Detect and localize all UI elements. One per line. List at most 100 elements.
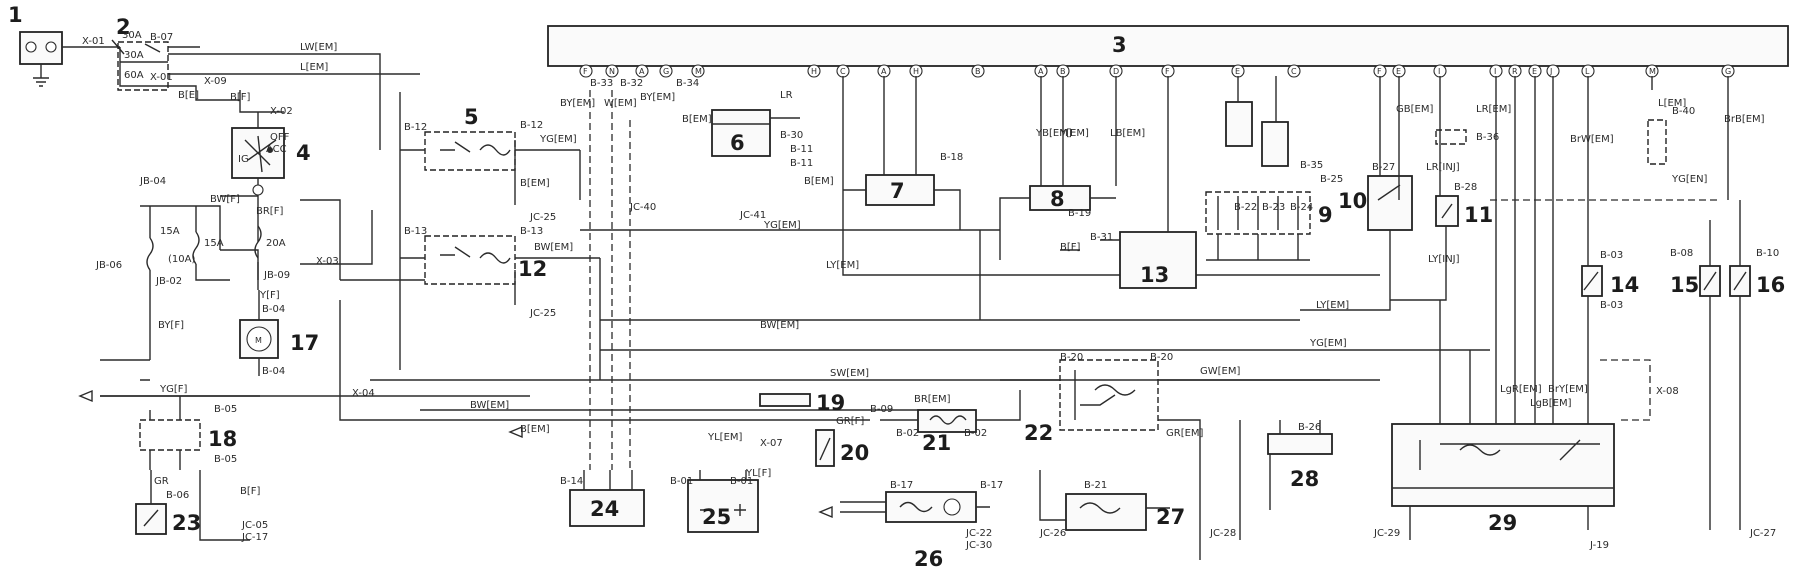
svg-text:B-17: B-17 bbox=[890, 480, 913, 491]
svg-text:X-01: X-01 bbox=[82, 36, 105, 47]
svg-text:B-04: B-04 bbox=[262, 304, 285, 315]
component-29 bbox=[1391, 423, 1615, 507]
component-28 bbox=[1267, 433, 1333, 455]
svg-text:B-09: B-09 bbox=[870, 404, 893, 415]
svg-text:B-31: B-31 bbox=[1090, 232, 1113, 243]
svg-text:E: E bbox=[1532, 67, 1537, 76]
svg-text:L: L bbox=[1585, 67, 1590, 76]
svg-text:JC-22: JC-22 bbox=[965, 528, 992, 539]
svg-text:F: F bbox=[583, 67, 588, 76]
svg-text:Y[F]: Y[F] bbox=[259, 290, 280, 301]
svg-text:SW[EM]: SW[EM] bbox=[830, 368, 869, 379]
svg-text:A: A bbox=[1038, 67, 1044, 76]
svg-text:W[EM]: W[EM] bbox=[604, 98, 637, 109]
svg-text:X-02: X-02 bbox=[270, 106, 293, 117]
svg-text:B-06: B-06 bbox=[166, 490, 189, 501]
num-6: 6 bbox=[730, 131, 745, 155]
svg-text:B-21: B-21 bbox=[1084, 480, 1107, 491]
svg-text:X-07: X-07 bbox=[760, 438, 783, 449]
svg-text:LR: LR bbox=[780, 90, 793, 101]
svg-text:LY[EM]: LY[EM] bbox=[1316, 300, 1349, 311]
num-27: 27 bbox=[1156, 505, 1185, 529]
component-24 bbox=[569, 489, 645, 527]
svg-text:L[EM]: L[EM] bbox=[1658, 98, 1686, 109]
svg-text:YG[EM]: YG[EM] bbox=[1309, 338, 1347, 349]
svg-text:G: G bbox=[1725, 67, 1731, 76]
svg-text:C: C bbox=[840, 67, 846, 76]
svg-text:JC-28: JC-28 bbox=[1209, 528, 1236, 539]
svg-text:B-40: B-40 bbox=[1672, 106, 1695, 117]
num-4: 4 bbox=[296, 141, 311, 165]
num-7: 7 bbox=[890, 179, 905, 203]
svg-text:B[E]: B[E] bbox=[178, 90, 199, 101]
svg-text:JC-25: JC-25 bbox=[529, 212, 556, 223]
svg-text:Y[EM]: Y[EM] bbox=[1059, 128, 1089, 139]
num-1: 1 bbox=[8, 3, 23, 27]
svg-text:LR[INJ]: LR[INJ] bbox=[1426, 162, 1460, 173]
switch-pos-ig: IG bbox=[238, 154, 249, 165]
svg-text:YG[EM]: YG[EM] bbox=[539, 134, 577, 145]
svg-text:B-33: B-33 bbox=[590, 78, 613, 89]
svg-text:F: F bbox=[1377, 67, 1382, 76]
svg-text:B[EM]: B[EM] bbox=[682, 114, 712, 125]
svg-text:B-04: B-04 bbox=[262, 366, 285, 377]
svg-text:JC-05: JC-05 bbox=[241, 520, 268, 531]
svg-text:E: E bbox=[1235, 67, 1240, 76]
num-23: 23 bbox=[172, 511, 201, 535]
svg-text:JC-25: JC-25 bbox=[529, 308, 556, 319]
svg-text:JC-40: JC-40 bbox=[629, 202, 656, 213]
svg-text:A: A bbox=[639, 67, 645, 76]
num-9: 9 bbox=[1318, 203, 1333, 227]
svg-text:B-14: B-14 bbox=[560, 476, 583, 487]
svg-text:B-27: B-27 bbox=[1372, 162, 1395, 173]
svg-text:B-20: B-20 bbox=[1060, 352, 1083, 363]
num-14: 14 bbox=[1610, 273, 1639, 297]
svg-text:I: I bbox=[1438, 67, 1440, 76]
svg-text:BrW[EM]: BrW[EM] bbox=[1570, 134, 1614, 145]
svg-text:JC-30: JC-30 bbox=[965, 540, 992, 551]
svg-text:JC-17: JC-17 bbox=[241, 532, 268, 543]
fuse-label: 15A bbox=[204, 238, 224, 249]
num-12: 12 bbox=[518, 257, 547, 281]
switch-pos-acc: ACC bbox=[266, 144, 287, 155]
svg-text:LgR[EM]: LgR[EM] bbox=[1500, 384, 1542, 395]
component-22 bbox=[1059, 359, 1159, 431]
num-28: 28 bbox=[1290, 467, 1319, 491]
svg-text:YG[EN]: YG[EN] bbox=[1671, 174, 1708, 185]
svg-text:B-11: B-11 bbox=[790, 144, 813, 155]
svg-text:B-03: B-03 bbox=[1600, 300, 1623, 311]
num-21: 21 bbox=[922, 431, 951, 455]
svg-text:D: D bbox=[1113, 67, 1119, 76]
svg-text:LY[INJ]: LY[INJ] bbox=[1428, 254, 1460, 265]
svg-text:B-03: B-03 bbox=[1600, 250, 1623, 261]
svg-text:BW[EM]: BW[EM] bbox=[470, 400, 509, 411]
svg-text:B-08: B-08 bbox=[1670, 248, 1693, 259]
svg-text:BR[EM]: BR[EM] bbox=[914, 394, 951, 405]
wire-labels: X-01 B-07 LW[EM] L[EM] X-01 B[E] X-09 B[… bbox=[82, 32, 1779, 551]
svg-text:C: C bbox=[1291, 67, 1297, 76]
svg-text:B-34: B-34 bbox=[676, 78, 699, 89]
svg-text:X-08: X-08 bbox=[1656, 386, 1679, 397]
svg-text:F: F bbox=[1165, 67, 1170, 76]
num-13: 13 bbox=[1140, 263, 1169, 287]
fuse-label: 30A bbox=[124, 50, 144, 61]
svg-text:B-19: B-19 bbox=[1068, 208, 1091, 219]
svg-text:BY[F]: BY[F] bbox=[158, 320, 184, 331]
svg-text:X-01: X-01 bbox=[150, 72, 173, 83]
svg-text:B-11: B-11 bbox=[790, 158, 813, 169]
svg-text:B[F]: B[F] bbox=[1060, 242, 1081, 253]
component-5-relay bbox=[424, 131, 516, 171]
svg-text:B-13: B-13 bbox=[404, 226, 427, 237]
num-16: 16 bbox=[1756, 273, 1785, 297]
svg-text:B-17: B-17 bbox=[980, 480, 1003, 491]
num-25: 25 bbox=[702, 505, 731, 529]
svg-text:B-12: B-12 bbox=[404, 122, 427, 133]
svg-text:J: J bbox=[1549, 67, 1552, 76]
svg-text:B[EM]: B[EM] bbox=[520, 178, 550, 189]
num-3: 3 bbox=[1112, 33, 1127, 57]
num-20: 20 bbox=[840, 441, 869, 465]
svg-text:B: B bbox=[1060, 67, 1066, 76]
svg-text:B[EM]: B[EM] bbox=[804, 176, 834, 187]
svg-text:A: A bbox=[881, 67, 887, 76]
